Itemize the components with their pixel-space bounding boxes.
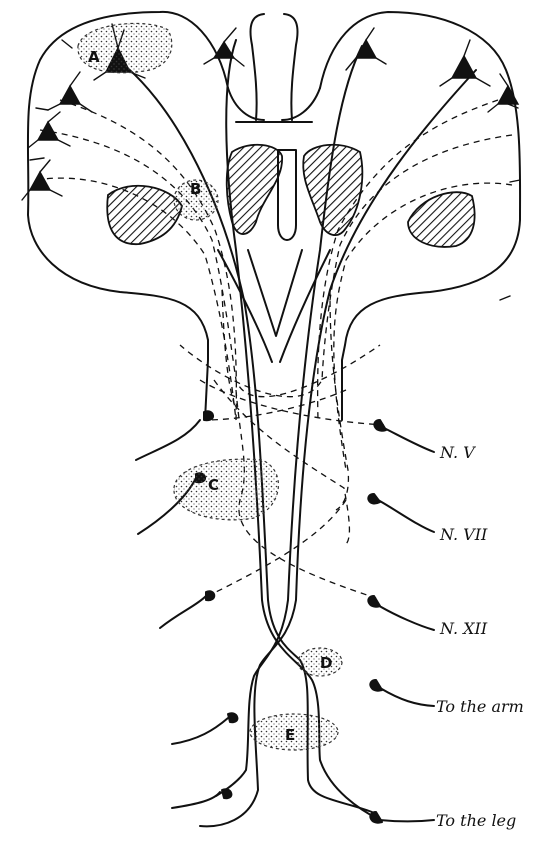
label-nerve-vii: N. VII <box>439 525 488 544</box>
neuron-right-1 <box>346 28 386 70</box>
label-to-arm: To the arm <box>436 697 524 716</box>
label-a: A <box>88 48 100 66</box>
label-nerve-v: N. V <box>439 443 476 462</box>
region-c <box>174 459 278 520</box>
neuron-left-3 <box>28 112 70 148</box>
label-d: D <box>320 654 332 672</box>
label-e: E <box>285 726 295 744</box>
neuron-right-2 <box>440 40 490 86</box>
right-motor-neurons <box>368 420 434 823</box>
label-nerve-xii: N. XII <box>439 619 488 638</box>
left-thalamus <box>227 145 282 234</box>
label-b: B <box>190 180 201 198</box>
right-lentiform <box>408 192 475 247</box>
neuron-left-2 <box>48 72 92 112</box>
label-c: C <box>208 476 219 494</box>
left-lentiform <box>107 186 182 244</box>
label-to-leg: To the leg <box>436 811 516 830</box>
neuron-left-5 <box>204 28 244 66</box>
